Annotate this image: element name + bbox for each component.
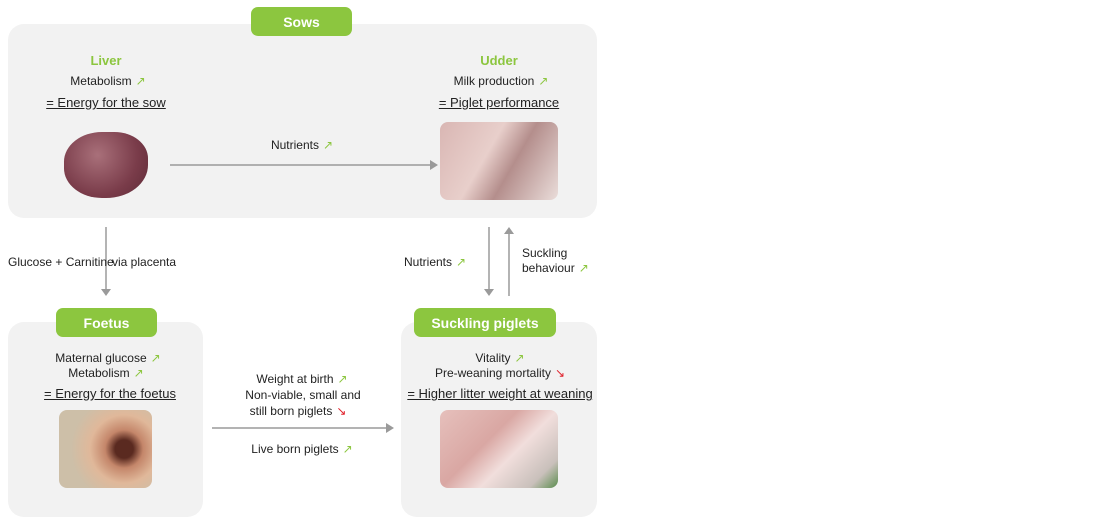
up-arrow-icon: ↗ xyxy=(578,261,589,275)
vitality: Vitality↗ xyxy=(475,351,524,366)
pre-weaning-mortality: Pre-weaning mortality↘ xyxy=(435,366,565,381)
behaviour-label: behaviour↗ xyxy=(522,261,589,276)
piglets-image xyxy=(440,410,558,488)
down-arrow-icon: ↘ xyxy=(336,404,347,418)
glucose-carnitine-label: Glucose + Carnitine xyxy=(8,255,114,269)
still-born-label: still born piglets↘ xyxy=(250,404,347,419)
label: Maternal glucose xyxy=(55,351,147,365)
sows-label: Sows xyxy=(251,7,352,36)
suckling-label: Suckling xyxy=(522,246,568,260)
foetus-image xyxy=(59,410,152,488)
up-arrow-icon: ↗ xyxy=(322,138,334,152)
up-arrow-icon: ↗ xyxy=(456,255,467,269)
piglets-suckling-image xyxy=(440,122,558,200)
liver-metabolism: Metabolism↗ xyxy=(70,74,145,89)
piglets-summary: = Higher litter weight at weaning xyxy=(407,386,593,401)
foetus-label: Foetus xyxy=(56,308,157,337)
foetus-summary: = Energy for the foetus xyxy=(44,386,176,401)
piglets-label: Suckling piglets xyxy=(414,308,556,337)
up-arrow-icon: ↗ xyxy=(538,74,549,88)
nutrients-down-label: Nutrients↗ xyxy=(404,255,466,270)
weight-at-birth: Weight at birth↗ xyxy=(256,372,347,387)
liver-image xyxy=(64,132,148,198)
udder-summary: = Piglet performance xyxy=(438,95,560,110)
label: Live born piglets xyxy=(251,442,339,456)
maternal-glucose: Maternal glucose↗ xyxy=(55,351,160,366)
label: Metabolism xyxy=(68,366,130,380)
foetus-metabolism: Metabolism↗ xyxy=(68,366,143,381)
label: Vitality xyxy=(475,351,511,365)
liver-summary: = Energy for the sow xyxy=(46,95,166,110)
label: Pre-weaning mortality xyxy=(434,366,551,380)
label: Nutrients xyxy=(270,138,319,152)
label: Milk production xyxy=(453,74,535,88)
label: behaviour xyxy=(522,261,575,275)
nutrients-label: Nutrients↗ xyxy=(271,138,333,153)
udder-title: Udder xyxy=(480,53,518,68)
live-born-label: Live born piglets↗ xyxy=(251,442,352,457)
udder-milk: Milk production↗ xyxy=(454,74,549,89)
up-arrow-icon: ↗ xyxy=(150,351,161,365)
up-arrow-icon: ↗ xyxy=(514,351,525,365)
up-arrow-icon: ↗ xyxy=(133,366,144,380)
label: still born piglets xyxy=(249,404,333,418)
via-placenta-label: via placenta xyxy=(112,255,177,269)
label: Nutrients xyxy=(404,255,453,269)
up-arrow-icon: ↗ xyxy=(337,372,348,386)
up-arrow-icon: ↗ xyxy=(342,442,353,456)
label: Metabolism xyxy=(70,74,132,88)
liver-title: Liver xyxy=(90,53,122,68)
non-viable-label: Non-viable, small and xyxy=(245,388,361,402)
up-arrow-icon: ↗ xyxy=(135,74,146,88)
down-arrow-icon: ↘ xyxy=(554,366,566,380)
label: Weight at birth xyxy=(256,372,334,386)
